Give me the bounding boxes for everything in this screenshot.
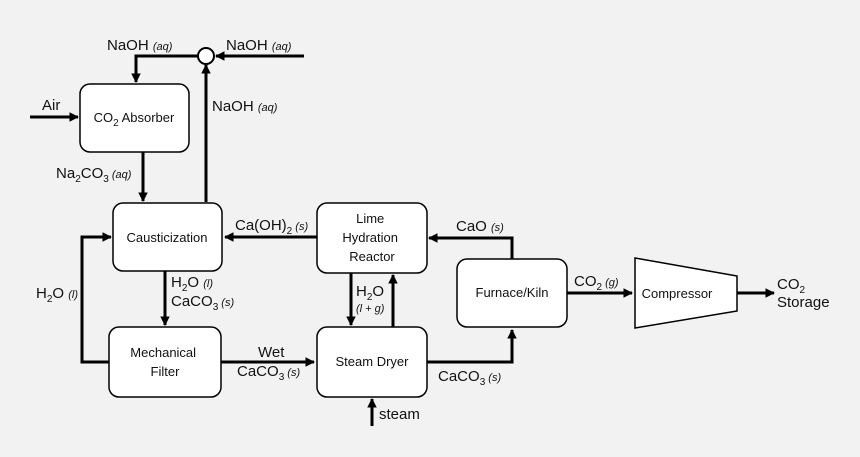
- h2o-caco3-label: H2O (l)CaCO3 (s): [171, 274, 234, 313]
- naoh-recycle-label: NaOH (aq): [212, 98, 278, 115]
- naoh-makeup-label: NaOH (aq): [226, 37, 292, 54]
- h2o-recycle-line: [80, 232, 112, 364]
- co2-absorber-box: [79, 83, 190, 153]
- mechanical-filter-box: [108, 326, 222, 398]
- causticization-label: Causticization: [127, 230, 208, 245]
- steam-dryer-label: Steam Dryer: [336, 354, 410, 369]
- cao-arrow: [428, 233, 514, 259]
- compressor-shape: [634, 257, 738, 329]
- caco3-dry-label: CaCO3 (s): [438, 368, 501, 388]
- lime-hydration-reactor-label: Lime Hydration Reactor: [342, 211, 401, 264]
- caoh2-label: Ca(OH)2 (s): [235, 217, 308, 237]
- causticization-box: [112, 202, 223, 272]
- compressor-label: Compressor: [642, 286, 713, 301]
- naoh-to-absorber-arrow: [131, 54, 198, 83]
- cao-label: CaO (s): [456, 218, 504, 235]
- mixing-junction: [197, 47, 215, 65]
- furnace-kiln-label: Furnace/Kiln: [476, 285, 549, 300]
- co2-absorber-label: CO2 Absorber: [94, 110, 175, 129]
- mechanical-filter-label: Mechanical Filter: [130, 345, 199, 379]
- co2-gas-label: CO2 (g): [574, 273, 619, 293]
- h2o-recycle-label: H2O (l): [36, 285, 78, 305]
- caco3-to-furnace-arrow: [427, 329, 517, 364]
- h2o-dryer-label: H2O(l + g): [356, 283, 385, 315]
- na2co3-label: Na2CO3 (aq): [56, 165, 132, 185]
- naoh-to-absorber-label: NaOH (aq): [107, 37, 173, 54]
- steam-label: steam: [379, 406, 420, 423]
- air-label: Air: [42, 97, 60, 114]
